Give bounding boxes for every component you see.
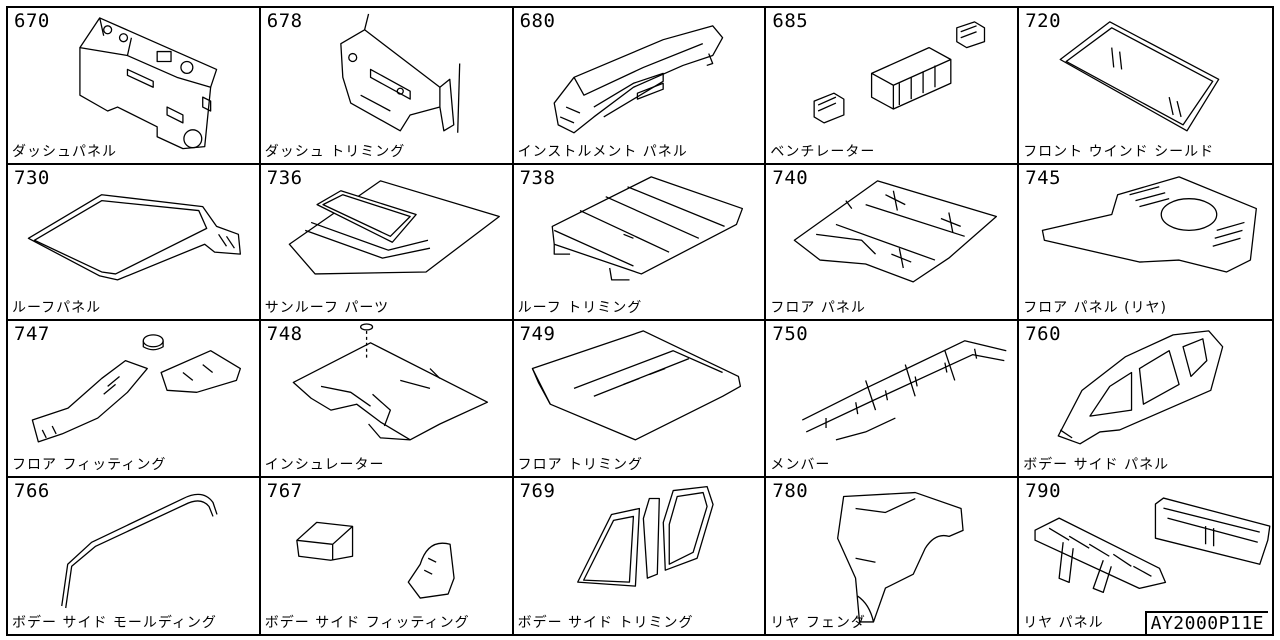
catalog-cell-680[interactable]: 680 インストルメント パネル [513,8,767,165]
roof-panel-icon [27,193,242,281]
part-code: 750 [772,323,809,345]
part-code: 766 [14,479,50,502]
part-name: ダッシュ トリミング [264,143,406,160]
catalog-cell-769[interactable]: 769 ボデー サイド トリミング [514,477,767,634]
part-code: 749 [519,323,556,345]
part-name: ルーフパネル [12,300,102,316]
part-name: ボデー サイド フィッティング [264,615,470,631]
dash-trimming-icon [339,13,461,133]
catalog-cell-736[interactable]: 736 サンルーフ パーツ [260,164,514,321]
part-code: 769 [519,479,556,502]
insulator-icon [292,323,488,441]
rear-fender-icon [837,491,965,623]
floor-fitting-icon [31,334,242,443]
part-code: 748 [266,323,303,345]
side-fitting-icon [295,521,455,599]
part-code: 790 [1025,479,1062,502]
floor-trimming-icon [531,330,741,441]
parts-catalog-grid: 670 ダッシュパネル 678 ダッシュ トリミング 680 [6,6,1274,636]
catalog-cell-748[interactable]: 748 インシュレーター [260,321,514,478]
side-molding-icon [61,493,218,608]
sunroof-icon [288,179,500,275]
catalog-cell-670[interactable]: 670 ダッシュパネル [8,8,261,165]
part-code: 747 [14,323,50,345]
part-code: 685 [772,10,809,32]
part-code: 670 [14,10,50,32]
part-name: インストルメント パネル [517,143,688,160]
part-code: 740 [772,166,809,189]
part-name: ボデー サイド パネル [1023,456,1170,473]
part-name: リヤ フェンダ [770,615,866,631]
diagram-reference-code: AY2000P11E [1144,611,1268,634]
part-name: リヤ パネル [1023,615,1104,631]
catalog-cell-745[interactable]: 745 フロア パネル (リヤ) [1019,165,1272,321]
part-code: 745 [1025,166,1062,189]
part-code: 678 [266,10,303,32]
windshield-icon [1059,21,1220,132]
catalog-cell-749[interactable]: 749 フロア トリミング [513,321,767,478]
part-name: ボデー サイド トリミング [517,615,694,631]
part-name: インシュレーター [264,456,385,473]
catalog-cell-738[interactable]: 738 ルーフ トリミング [513,164,767,321]
part-code: 738 [519,166,556,189]
side-trimming-icon [576,485,714,587]
catalog-cell-760[interactable]: 760 ボデー サイド パネル [1019,321,1272,478]
part-code: 720 [1025,10,1062,32]
rear-panel-icon [1034,496,1271,593]
catalog-cell-766[interactable]: 766 ボデー サイド モールディング [8,477,261,634]
ventilator-icon [813,21,986,124]
part-name: フロア パネル [770,300,866,316]
part-name: ダッシュパネル [12,143,117,160]
part-code: 780 [772,479,809,502]
member-frame-icon [802,340,1007,441]
part-name: フロア フィッティング [12,456,167,473]
catalog-cell-678[interactable]: 678 ダッシュ トリミング [260,8,514,165]
part-code: 730 [14,166,50,189]
roof-trimming-icon [551,175,743,281]
catalog-cell-740[interactable]: 740 フロア パネル [766,164,1020,321]
part-name: ルーフ トリミング [517,300,643,316]
part-name: メンバー [770,456,831,473]
catalog-cell-790[interactable]: 790 リヤ パネル AY2000P11E [1019,478,1272,634]
part-code: 736 [266,166,303,189]
part-code: 680 [519,10,556,32]
part-code: 767 [266,479,303,502]
part-name: ベンチレーター [770,143,876,160]
part-name: フロア トリミング [517,456,644,473]
floor-panel-icon [794,179,998,283]
instrument-panel-icon [553,25,723,134]
part-code: 760 [1025,323,1062,345]
catalog-cell-730[interactable]: 730 ルーフパネル [8,164,261,321]
part-name: サンルーフ パーツ [264,300,390,316]
part-name: ボデー サイド モールディング [12,615,217,631]
catalog-cell-750[interactable]: 750 メンバー [766,321,1020,478]
catalog-cell-747[interactable]: 747 フロア フィッティング [8,321,261,478]
rear-floor-panel-icon [1041,175,1258,273]
body-side-panel-icon [1057,330,1224,445]
dash-panel-icon [79,17,218,150]
catalog-cell-685[interactable]: 685 ベンチレーター [766,8,1020,165]
part-name: フロア パネル (リヤ) [1023,300,1168,316]
catalog-cell-720[interactable]: 720 フロント ウインド シールド [1019,8,1272,165]
catalog-cell-767[interactable]: 767 ボデー サイド フィッティング [261,477,514,634]
part-name: フロント ウインド シールド [1023,143,1215,160]
catalog-cell-780[interactable]: 780 リヤ フェンダ [766,477,1020,634]
